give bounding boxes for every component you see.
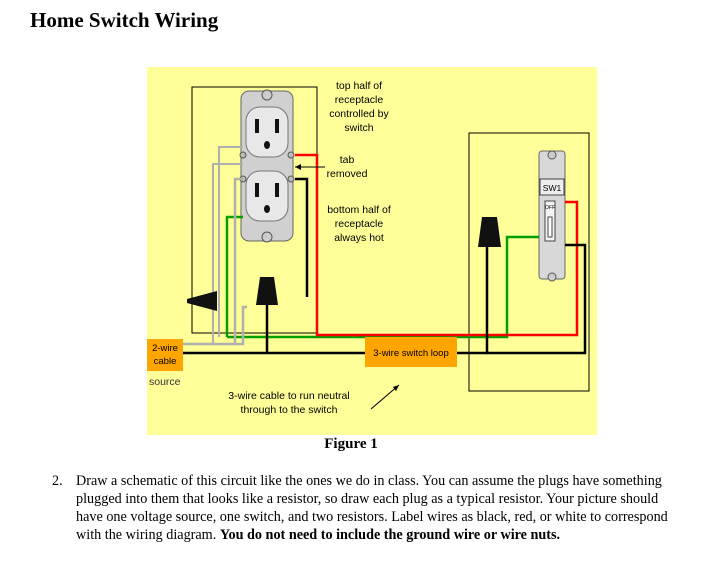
- label-two-wire-1: 2-wire: [152, 343, 178, 354]
- two-wire-cable-box: [147, 339, 183, 371]
- wire-nut-center: [256, 277, 278, 305]
- switch-black-wire: [487, 243, 587, 355]
- hot-black-wire: [147, 247, 489, 355]
- question-block: 2. Draw a schematic of this circuit like…: [52, 472, 676, 544]
- neutral-note-arrow: [370, 384, 400, 410]
- label-top-half-2: receptacle: [335, 94, 384, 106]
- three-wire-loop-box: [365, 337, 457, 367]
- neutral-wire-1: [147, 177, 243, 346]
- diagram-background: [147, 67, 597, 435]
- label-bottom-half-2: receptacle: [335, 218, 384, 230]
- duplex-receptacle: [239, 89, 295, 243]
- label-tab-1: tab: [340, 154, 355, 166]
- wiring-diagram: top half of receptacle controlled by swi…: [147, 67, 597, 435]
- label-neutral-note-1: 3-wire cable to run neutral: [228, 390, 349, 402]
- page-title: Home Switch Wiring: [30, 8, 219, 32]
- top-outlet-face: [245, 106, 289, 158]
- switched-red-wire: [295, 153, 579, 337]
- neutral-wire-2: [235, 305, 247, 346]
- ground-wire-receptacle: [225, 215, 243, 337]
- label-switch-off: OFF: [545, 205, 555, 211]
- label-two-wire-2: cable: [154, 356, 177, 367]
- label-source: source: [149, 376, 181, 388]
- label-bottom-half-1: bottom half of: [327, 204, 391, 216]
- figure-caption: Figure 1: [324, 436, 378, 452]
- label-sw1: SW1: [543, 183, 562, 193]
- bottom-outlet-face: [245, 170, 289, 222]
- neutral-wire-4: [218, 146, 243, 337]
- hot-black-wire-3: [295, 177, 309, 297]
- label-tab-2: removed: [327, 168, 368, 180]
- wire-nut-left: [187, 291, 217, 311]
- neutral-wire-3: [212, 163, 243, 344]
- label-top-half-1: top half of: [336, 80, 382, 92]
- switch-box: [468, 132, 590, 392]
- single-pole-switch: [538, 150, 566, 282]
- question-text-container: Draw a schematic of this circuit like th…: [76, 472, 676, 544]
- question-number: 2.: [52, 473, 63, 489]
- wire-nut-switch: [478, 217, 501, 247]
- label-bottom-half-3: always hot: [334, 232, 384, 244]
- question-text: Draw a schematic of this circuit like th…: [76, 473, 668, 543]
- label-neutral-note-2: through to the switch: [241, 404, 338, 416]
- label-top-half-4: switch: [344, 122, 373, 134]
- question-bold-text: You do not need to include the ground wi…: [219, 527, 561, 543]
- label-top-half-3: controlled by: [329, 108, 389, 120]
- label-three-wire-loop: 3-wire switch loop: [373, 348, 449, 359]
